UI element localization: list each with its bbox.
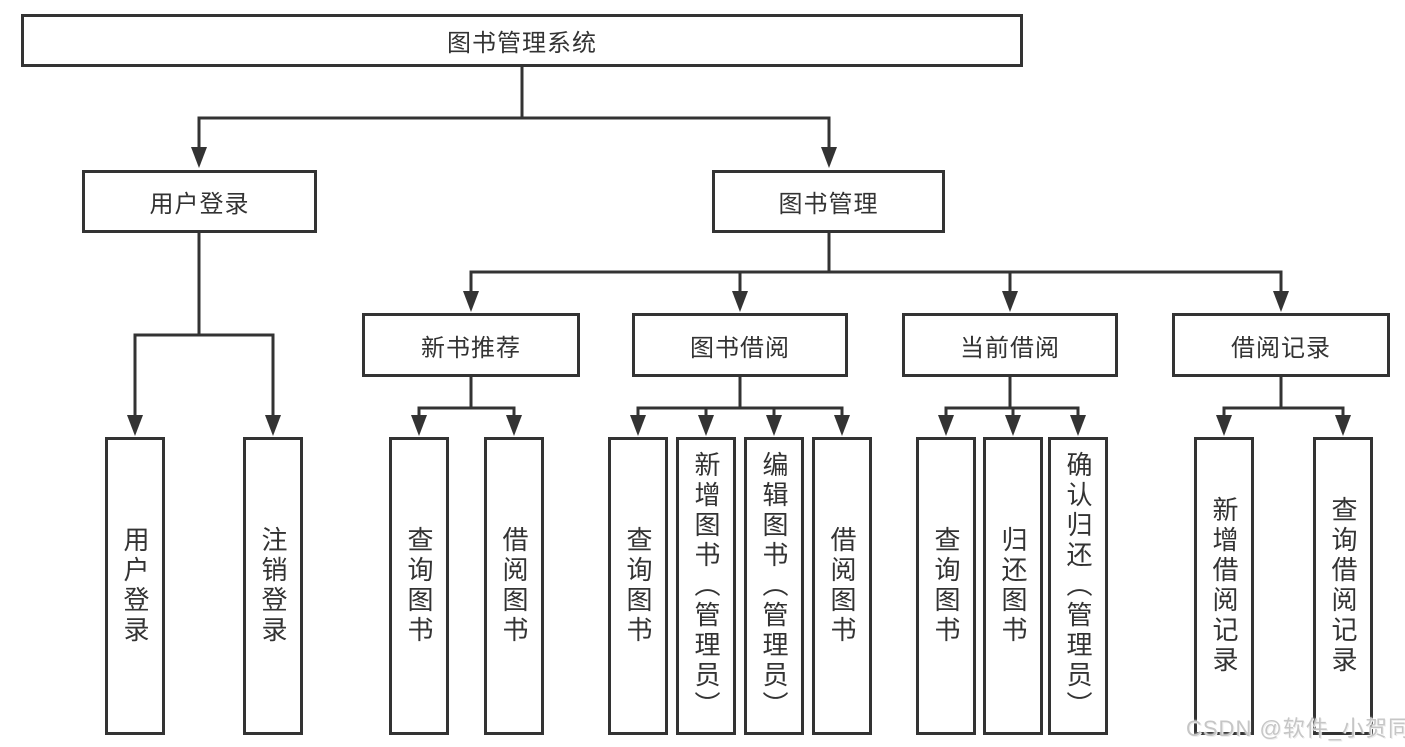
node-user-login: 用户登录: [82, 170, 317, 233]
node-borrow-records: 借阅记录: [1172, 313, 1390, 377]
leaf-query-borrow-record: 查询借阅记录: [1313, 437, 1373, 735]
leaf-query-books-current: 查询图书: [916, 437, 976, 735]
node-current-borrow-label: 当前借阅: [960, 334, 1060, 362]
leaf-add-borrow-record: 新增借阅记录: [1194, 437, 1254, 735]
leaf-confirm-return-admin: 确认归还（管理员）: [1048, 437, 1108, 735]
leaf-query-books-borrow: 查询图书: [608, 437, 668, 735]
leaf-return-books: 归还图书: [983, 437, 1043, 735]
leaf-edit-books-admin: 编辑图书（管理员）: [744, 437, 804, 735]
leaf-query-books-borrow-label: 查询图书: [623, 526, 653, 646]
node-user-login-label: 用户登录: [149, 191, 250, 218]
node-root-label: 图书管理系统: [447, 30, 597, 57]
node-new-book-recommend: 新书推荐: [362, 313, 580, 377]
arrowheads: [127, 147, 1351, 436]
leaf-borrow-books-label: 借阅图书: [827, 526, 857, 646]
node-new-book-recommend-label: 新书推荐: [421, 334, 521, 362]
node-book-management: 图书管理: [712, 170, 945, 233]
leaf-query-books-recommend: 查询图书: [389, 437, 449, 735]
leaf-logout-label: 注销登录: [258, 526, 288, 646]
leaf-user-login-label: 用户登录: [120, 526, 150, 646]
leaf-borrow-books: 借阅图书: [812, 437, 872, 735]
node-book-borrow: 图书借阅: [632, 313, 848, 377]
leaf-edit-books-admin-label: 编辑图书（管理员）: [759, 451, 789, 721]
leaf-query-borrow-record-label: 查询借阅记录: [1328, 496, 1358, 676]
leaf-query-books-current-label: 查询图书: [931, 526, 961, 646]
watermark: CSDN @软件_小贺同学: [1186, 716, 1405, 741]
node-book-borrow-label: 图书借阅: [690, 334, 790, 362]
leaf-query-books-recommend-label: 查询图书: [404, 526, 434, 646]
leaf-add-borrow-record-label: 新增借阅记录: [1209, 496, 1239, 676]
leaf-borrow-books-recommend-label: 借阅图书: [499, 526, 529, 646]
leaf-user-login: 用户登录: [105, 437, 165, 735]
leaf-logout: 注销登录: [243, 437, 303, 735]
leaf-borrow-books-recommend: 借阅图书: [484, 437, 544, 735]
leaf-confirm-return-admin-label: 确认归还（管理员）: [1063, 451, 1093, 721]
leaf-add-books-admin-label: 新增图书（管理员）: [691, 451, 721, 721]
node-current-borrow: 当前借阅: [902, 313, 1118, 377]
leaf-return-books-label: 归还图书: [998, 526, 1028, 646]
node-borrow-records-label: 借阅记录: [1231, 334, 1331, 362]
node-root: 图书管理系统: [21, 14, 1023, 67]
leaf-add-books-admin: 新增图书（管理员）: [676, 437, 736, 735]
node-book-management-label: 图书管理: [778, 191, 879, 218]
